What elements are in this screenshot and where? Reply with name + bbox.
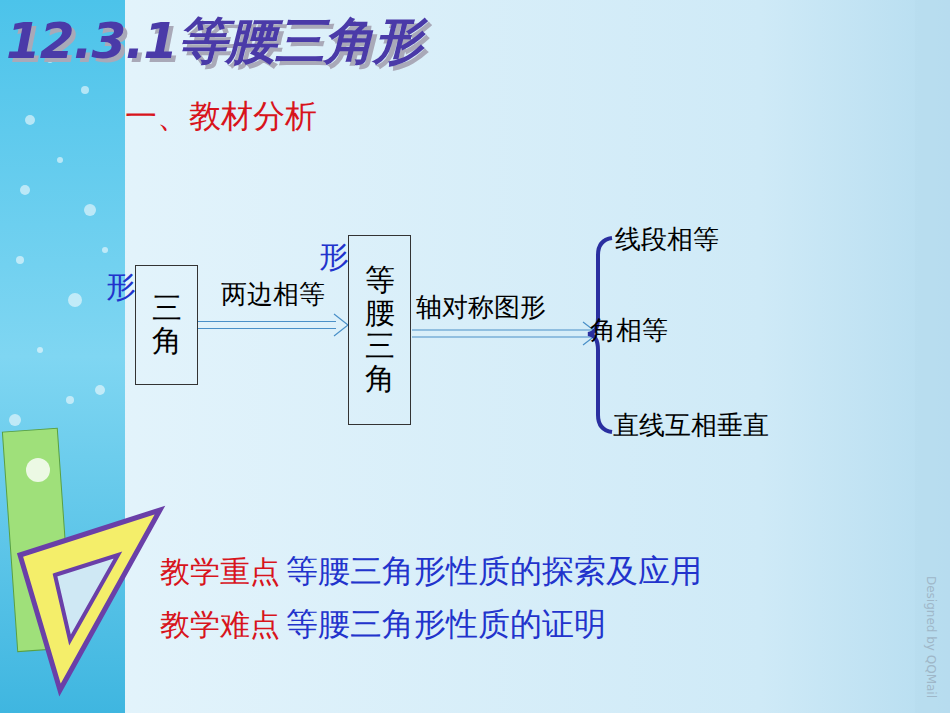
edge-label: 两边相等 [221,277,325,312]
bubble [102,247,108,253]
box-text: 三角 [152,291,182,357]
set-square-illustration [2,428,160,690]
shape-box: 三角形 [135,265,198,385]
bubble [16,256,24,264]
right-band [915,0,950,713]
bubble [81,86,89,94]
bubbles [9,57,108,426]
bubble [20,185,30,195]
difficulty-label: 教学难点 [160,605,280,646]
bubble [9,414,21,426]
bubble [25,115,35,125]
bubble [57,157,63,163]
slide-title: 12.3.1等腰三角形 [6,8,422,75]
property-item: 线段相等 [615,222,719,257]
focus-text: 等腰三角形性质的探索及应用 [286,550,702,594]
property-item: 角相等 [590,313,668,348]
section-heading: 一、教材分析 [125,95,317,139]
side-text: 形 [106,270,136,303]
property-item: 直线互相垂直 [613,408,769,443]
bubble [68,293,82,307]
watermark: Designed by QQMail [924,576,938,698]
focus-label: 教学重点 [160,552,280,593]
double-arrow [198,314,348,336]
side-text: 形 [319,240,349,273]
bubble [84,204,96,216]
bubble [37,347,43,353]
shape-box: 等腰三角形 [348,235,411,425]
bubble [95,385,105,395]
box-text: 等腰三角 [365,263,395,395]
arrow-label: 轴对称图形 [416,290,546,325]
axis-arrow [412,322,598,345]
bubble [66,396,74,404]
difficulty-text: 等腰三角形性质的证明 [286,603,606,647]
